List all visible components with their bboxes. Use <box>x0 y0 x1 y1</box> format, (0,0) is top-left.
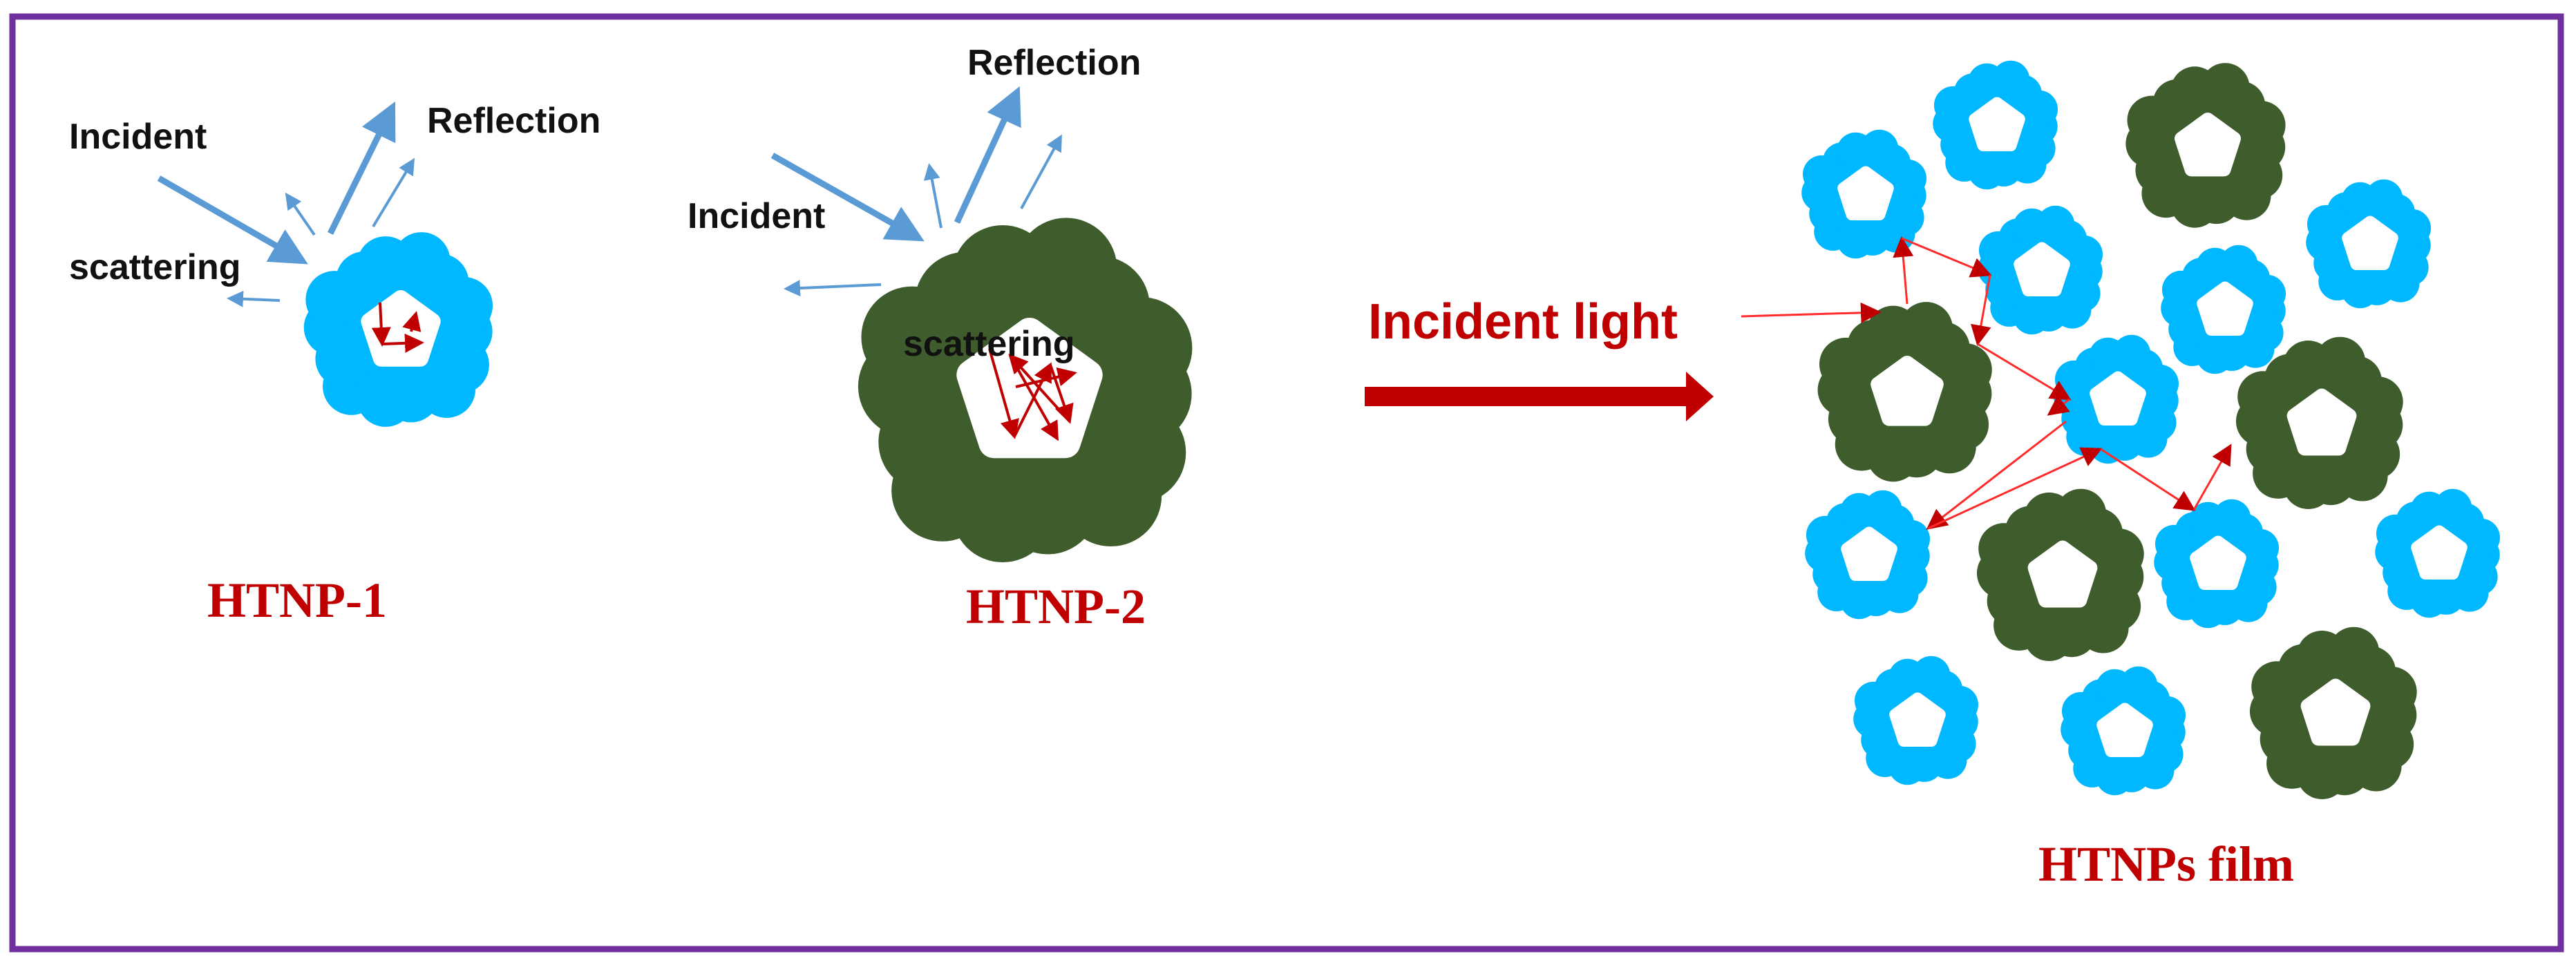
htnp2-internal-red-arrow <box>1009 355 1059 441</box>
htnp1-internal-red-arrow <box>402 311 422 332</box>
film-blue-particle <box>2375 488 2501 618</box>
htnp2-reflection-arrow <box>954 86 1021 224</box>
particles-layer <box>303 60 2501 800</box>
film-blue-particle <box>2154 499 2280 629</box>
htnp1-incident-label: Incident <box>69 117 207 157</box>
film-incident-ray <box>1741 302 1882 323</box>
htnp1-internal-red-arrow <box>381 333 424 353</box>
film-green-particle <box>2235 336 2403 510</box>
film-scatter-ray <box>1971 274 1991 346</box>
film-light-paths <box>1741 236 2232 530</box>
htnp1-caption: HTNP-1 <box>207 573 387 628</box>
film-blue-particle <box>1801 129 1927 259</box>
htnp2-reflection-label: Reflection <box>967 43 1141 83</box>
film-scatter-ray <box>1901 237 1992 278</box>
htnp1-particle <box>303 232 493 427</box>
htnp2-caption: HTNP-2 <box>966 579 1146 634</box>
htnp1-internal-red-arrow <box>371 302 391 347</box>
htnp2-reflection-arrow-thin <box>1020 134 1062 209</box>
htnp2-incident-arrow <box>770 153 925 242</box>
htnp2-internal-red-arrow <box>1008 354 1071 423</box>
htnp1-scatter-arrow-up <box>285 192 316 236</box>
htnp2-internal-red-arrow <box>1049 364 1074 424</box>
film-caption: HTNPs film <box>2038 837 2294 892</box>
film-scatter-ray <box>1927 447 2103 530</box>
film-blue-particle <box>2306 179 2432 309</box>
film-scatter-ray <box>1977 343 2072 401</box>
incident-light-transition: Incident light <box>1365 294 1714 421</box>
htnp1-incident-arrow <box>157 175 308 265</box>
htnp2-scattering-label: scattering <box>903 324 1075 364</box>
htnp2-particle <box>858 218 1193 563</box>
htnp2-internal-red-arrow <box>1015 367 1077 388</box>
film-blue-particle <box>2161 245 2286 374</box>
htnp1-reflection-label: Reflection <box>427 101 600 141</box>
film-scatter-ray <box>2100 448 2196 511</box>
htnp1-reflection-arrow <box>327 101 396 235</box>
film-scatter-ray <box>1926 420 2067 530</box>
film-green-particle <box>1817 302 1992 482</box>
film-scatter-ray <box>1893 236 1914 305</box>
film-blue-particle <box>1978 205 2103 335</box>
film-green-particle <box>2125 63 2286 228</box>
htnp2-incident-label: Incident <box>688 196 825 236</box>
htnp2-scatter-arrow-left <box>784 280 882 297</box>
htnp2-internal-red-arrow <box>1013 362 1052 437</box>
film-blue-particle <box>2061 666 2186 796</box>
film-scatter-ray <box>2047 394 2070 416</box>
htnp2-panel: Reflection Incident scattering HTNP-2 <box>688 43 1146 634</box>
htnp1-reflection-arrow-thin <box>372 157 415 228</box>
htnp1-scattering-label: scattering <box>69 247 241 287</box>
film-green-particle <box>2249 627 2417 800</box>
htnp2-scatter-arrow-up <box>923 163 943 229</box>
film-scatter-ray <box>2193 443 2232 510</box>
incident-light-label: Incident light <box>1368 294 1678 350</box>
htnp1-panel: Incident Reflection scattering HTNP-1 <box>69 101 600 628</box>
htnp1-scatter-arrow-left <box>227 290 281 307</box>
film-green-particle <box>1976 488 2144 662</box>
film-blue-particle <box>1933 60 2058 190</box>
incident-light-big-arrow <box>1365 372 1714 421</box>
film-blue-particle <box>1853 656 1979 785</box>
film-blue-particle <box>1805 490 1931 620</box>
film-blue-particle <box>2054 334 2179 464</box>
htnp2-internal-red-arrow <box>988 348 1019 439</box>
